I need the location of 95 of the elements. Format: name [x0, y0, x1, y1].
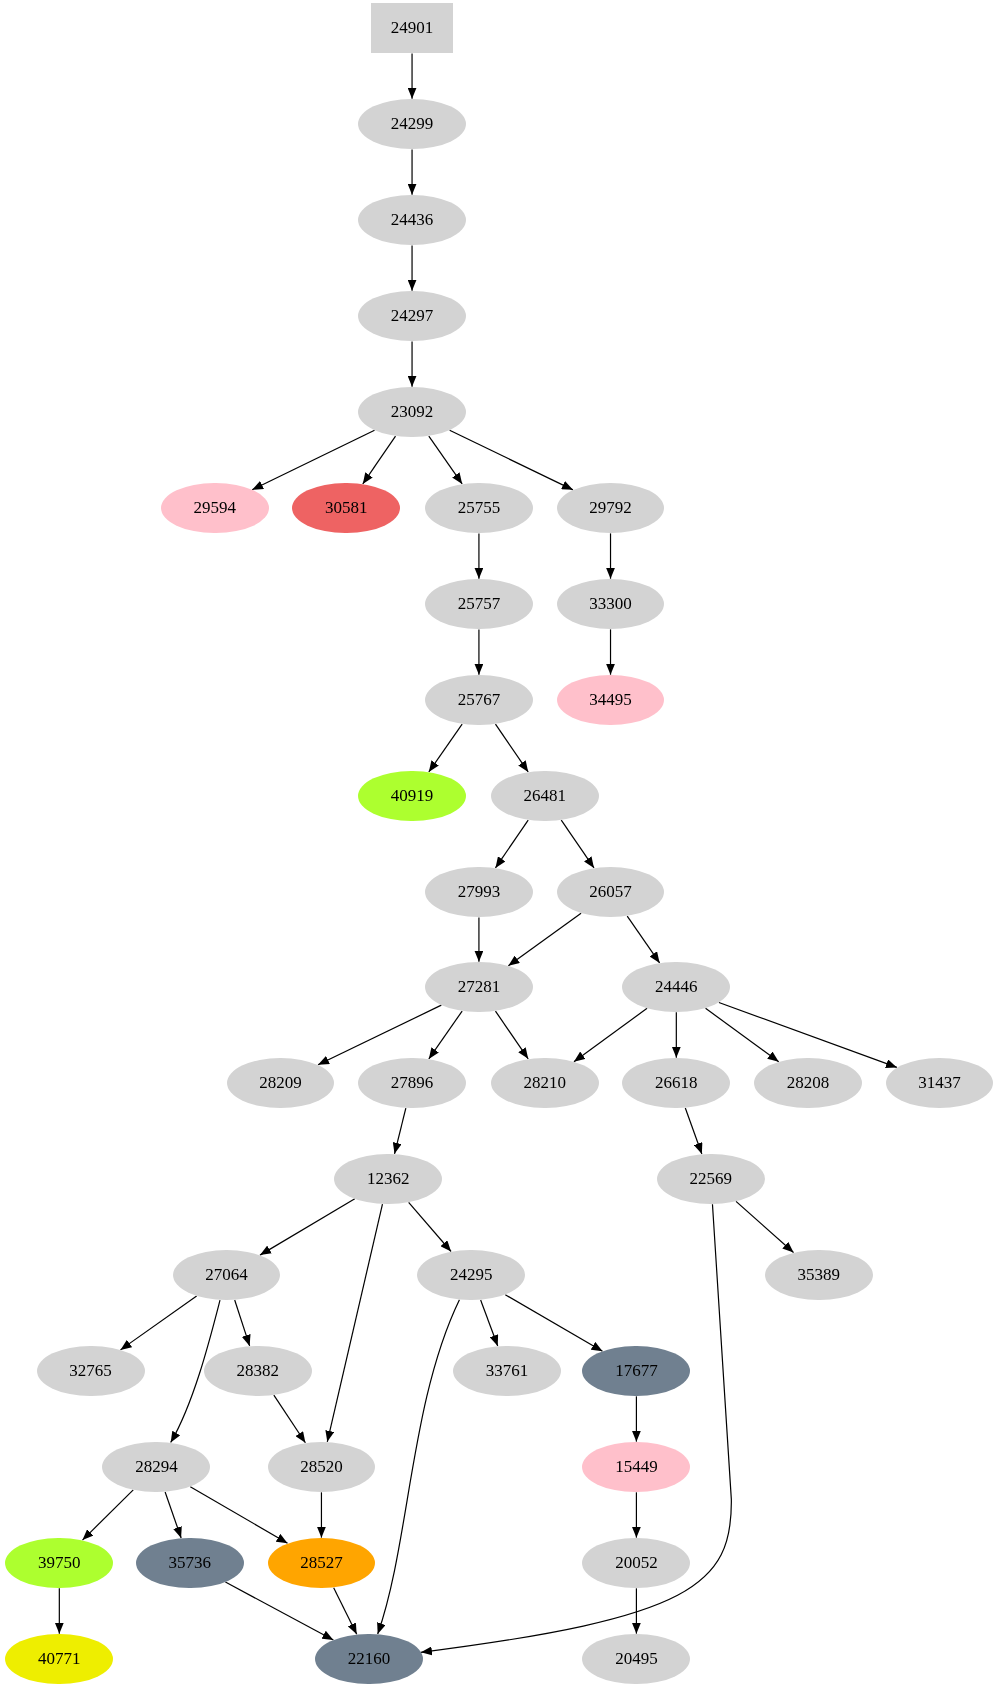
arrow [494, 1010, 529, 1060]
node-label: 26481 [523, 786, 566, 807]
node-label: 28209 [259, 1072, 302, 1093]
node-label: 35389 [797, 1264, 840, 1285]
node-label: 28294 [135, 1456, 178, 1477]
node-label: 20052 [615, 1552, 658, 1573]
arrow [474, 628, 484, 676]
node-label: 28208 [786, 1072, 830, 1093]
arrow [325, 1203, 384, 1443]
arrow [317, 1004, 442, 1066]
node-label: 15449 [615, 1456, 658, 1477]
arrow [189, 1486, 289, 1544]
node-label: 27993 [457, 882, 501, 903]
arrow [119, 1295, 198, 1351]
node-label: 30581 [325, 498, 368, 519]
node-label: 24299 [390, 114, 434, 135]
arrow [573, 1007, 648, 1063]
arrow [684, 1107, 703, 1155]
node-label: 25767 [457, 690, 501, 711]
arrow [428, 1010, 463, 1060]
node-label: 24295 [450, 1264, 493, 1285]
node-label: 20495 [615, 1648, 658, 1669]
node-box [371, 2, 453, 54]
arrow [420, 1203, 732, 1656]
node-label: 24297 [390, 306, 434, 327]
arrow [474, 532, 484, 580]
node-label: 31437 [918, 1072, 961, 1093]
node-label: 29594 [193, 498, 236, 519]
arrow [631, 1587, 641, 1635]
arrow [407, 148, 417, 196]
arrow [333, 1587, 358, 1635]
arrow [626, 915, 661, 964]
node-label: 28382 [236, 1360, 280, 1381]
node-label: 35736 [168, 1552, 212, 1573]
arrow [273, 1394, 306, 1444]
arrow [631, 1491, 641, 1539]
arrow [494, 723, 529, 773]
arrow [606, 532, 615, 580]
arrow [606, 628, 615, 676]
arrow [81, 1489, 134, 1541]
arrow [704, 1007, 780, 1063]
arrow [259, 1198, 356, 1256]
arrow [234, 1299, 251, 1347]
node-label: 26057 [589, 882, 632, 903]
node-label: 12362 [367, 1168, 410, 1189]
arrow [362, 435, 397, 485]
node-label: 23092 [390, 402, 434, 423]
arrow [408, 1201, 452, 1253]
node-label: 24901 [390, 18, 434, 39]
arrow [316, 1491, 326, 1539]
node-label: 25757 [457, 594, 501, 615]
arrow [54, 1587, 64, 1635]
arrow [407, 244, 417, 292]
node-label: 22160 [347, 1648, 391, 1669]
arrow [224, 1581, 334, 1641]
arrow [671, 1011, 681, 1059]
arrow [251, 429, 376, 491]
node-label: 28520 [300, 1456, 343, 1477]
node-label: 27064 [205, 1264, 248, 1285]
arrow [428, 435, 463, 485]
node-label: 34495 [589, 690, 632, 711]
arrow [407, 340, 417, 388]
node-label: 24446 [655, 976, 698, 997]
arrow [376, 1299, 461, 1635]
arrow [428, 723, 463, 773]
arrow [392, 1107, 407, 1155]
node-label: 33300 [589, 594, 632, 615]
arrow [449, 429, 574, 491]
arrow [631, 1395, 641, 1443]
arrow [170, 1299, 221, 1444]
node-label: 17677 [615, 1360, 658, 1381]
node-label: 33761 [485, 1360, 529, 1381]
node-label: 26618 [655, 1072, 698, 1093]
arrow [407, 52, 417, 100]
arrow [504, 1294, 604, 1352]
arrow [164, 1491, 182, 1539]
arrow [480, 1299, 499, 1347]
arrow [560, 819, 595, 869]
node-label: 32765 [69, 1360, 112, 1381]
node-label: 22569 [689, 1168, 733, 1189]
arrow [474, 916, 484, 963]
arrow [494, 819, 529, 869]
node-label: 24436 [390, 210, 434, 231]
arrow [718, 1001, 898, 1069]
node-label: 39750 [38, 1552, 81, 1573]
arrow [735, 1200, 795, 1254]
node-label: 28210 [523, 1072, 566, 1093]
node-label: 27896 [390, 1072, 434, 1093]
node-label: 40771 [38, 1648, 81, 1669]
arrow [507, 912, 582, 967]
node-label: 27281 [457, 976, 501, 997]
node-label: 28527 [300, 1552, 343, 1573]
node-label: 40919 [390, 786, 434, 807]
node-label: 25755 [457, 498, 501, 519]
node-label: 29792 [589, 498, 632, 519]
